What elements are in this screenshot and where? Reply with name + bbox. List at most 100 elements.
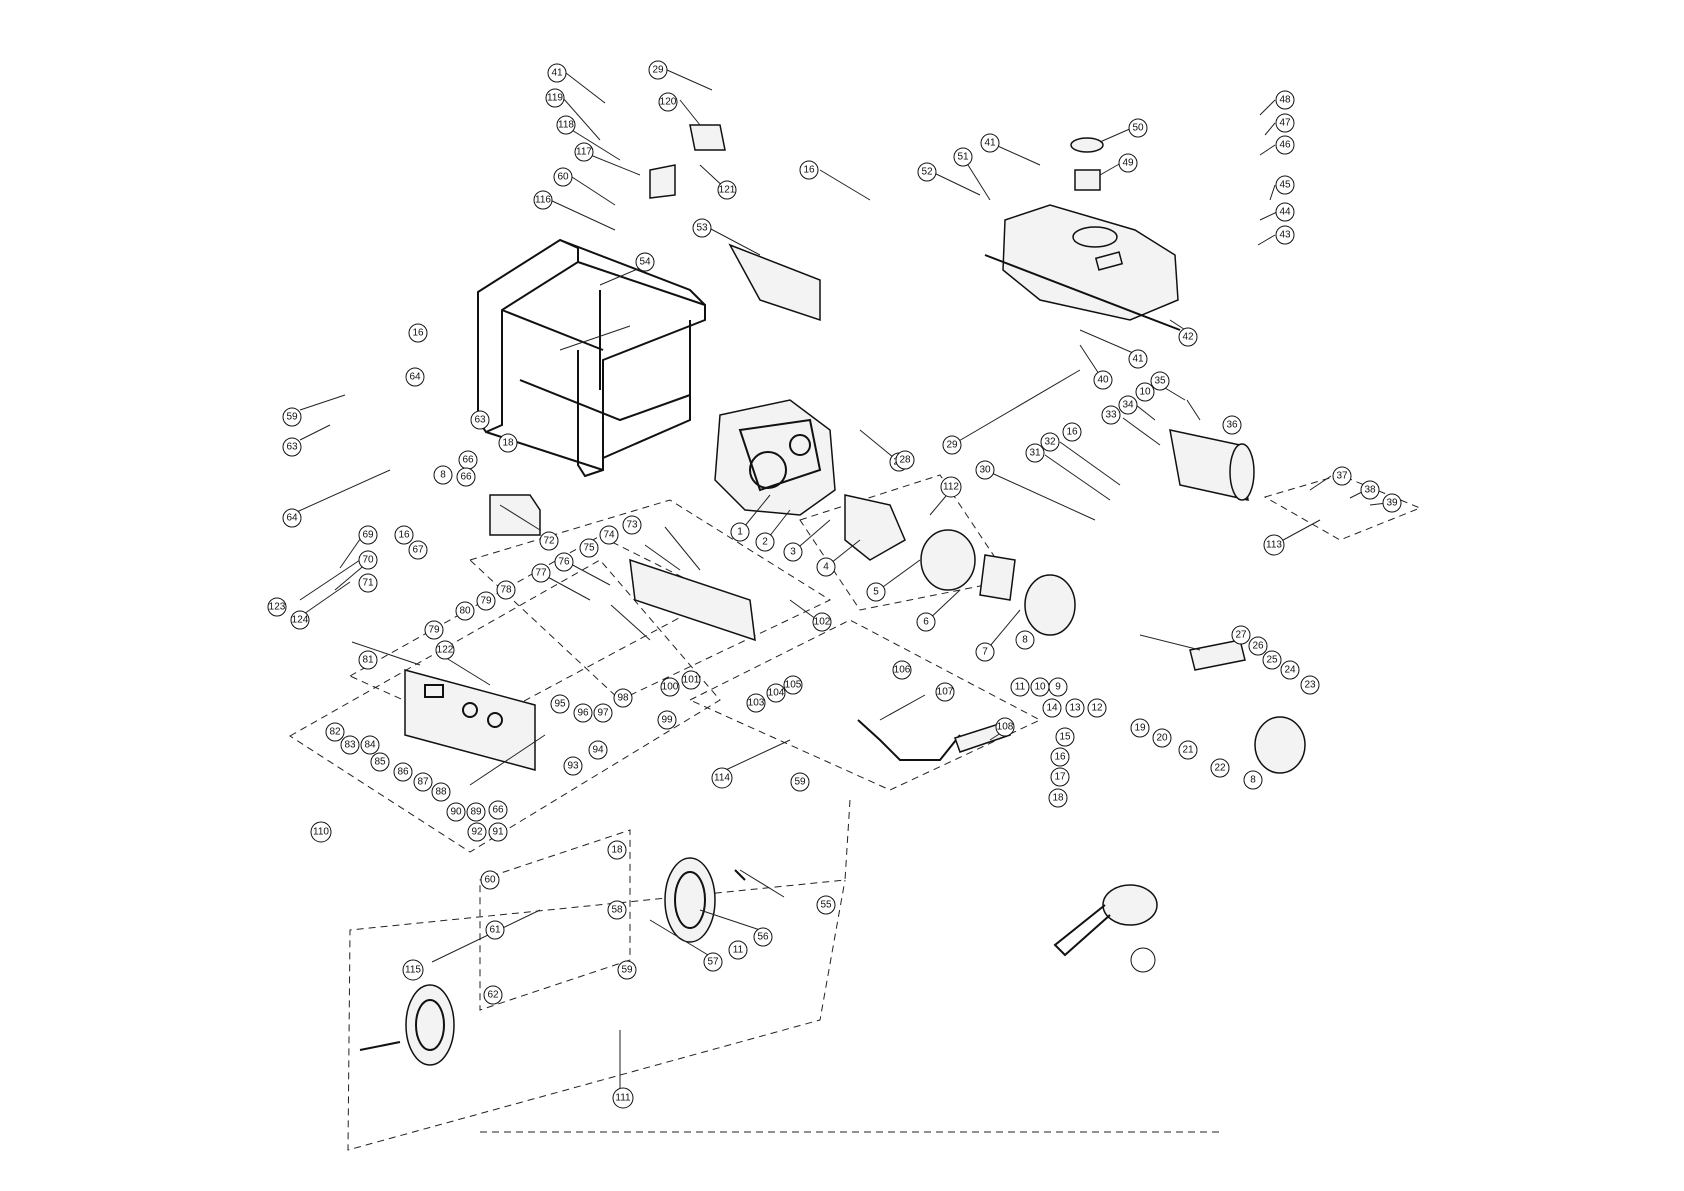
callout-67: 67: [408, 540, 428, 560]
svg-text:64: 64: [409, 372, 421, 383]
fuel-tank: [984, 137, 1181, 331]
svg-text:15: 15: [1059, 732, 1071, 743]
callout-119: 119: [545, 88, 565, 108]
callout-83: 83: [340, 735, 360, 755]
svg-text:79: 79: [428, 625, 440, 636]
callout-35: 35: [1150, 371, 1170, 391]
svg-text:17: 17: [1054, 772, 1066, 783]
callout-30: 30: [975, 460, 995, 480]
callout-16c: 16: [799, 160, 819, 180]
callout-49: 49: [1118, 153, 1138, 173]
callout-52: 52: [917, 162, 937, 182]
callout-56: 56: [753, 927, 773, 947]
callout-64b: 64: [282, 508, 302, 528]
callout-123: 123: [267, 597, 287, 617]
callout-14: 14: [1042, 698, 1062, 718]
svg-text:86: 86: [397, 767, 409, 778]
group-outline-113: [1263, 474, 1422, 541]
callout-62: 62: [483, 985, 503, 1005]
callout-66c: 66: [456, 467, 476, 487]
svg-text:31: 31: [1029, 448, 1041, 459]
svg-text:91: 91: [492, 827, 504, 838]
svg-text:48: 48: [1279, 95, 1291, 106]
callout-63: 63: [282, 437, 302, 457]
callout-124: 124: [290, 610, 310, 630]
callout-95: 95: [550, 694, 570, 714]
svg-text:16: 16: [398, 530, 410, 541]
svg-text:111: 111: [615, 1093, 631, 1104]
svg-text:18: 18: [502, 438, 514, 449]
alternator: [844, 494, 1076, 636]
callout-66b: 66: [488, 800, 508, 820]
svg-text:122: 122: [437, 645, 454, 656]
callout-90: 90: [446, 802, 466, 822]
svg-text:25: 25: [1266, 655, 1278, 666]
callout-104: 104: [766, 683, 786, 703]
callout-29b: 29: [648, 60, 668, 80]
svg-text:66: 66: [462, 455, 474, 466]
svg-text:39: 39: [1386, 498, 1398, 509]
callout-40: 40: [1093, 370, 1113, 390]
callout-78: 78: [496, 580, 516, 600]
callout-18c: 18: [607, 840, 627, 860]
svg-text:74: 74: [603, 530, 615, 541]
callout-85: 85: [370, 752, 390, 772]
callout-120: 120: [658, 92, 678, 112]
svg-text:94: 94: [592, 745, 604, 756]
callout-59: 59: [617, 960, 637, 980]
callout-93: 93: [563, 756, 583, 776]
svg-text:29: 29: [652, 65, 664, 76]
callout-108: 108: [995, 717, 1015, 737]
svg-text:24: 24: [1284, 665, 1296, 676]
callout-73: 73: [622, 515, 642, 535]
svg-text:57: 57: [707, 957, 719, 968]
svg-text:90: 90: [450, 807, 462, 818]
callout-8b: 8: [433, 465, 453, 485]
svg-text:82: 82: [329, 727, 341, 738]
callout-112: 112: [940, 476, 962, 498]
callout-remote: [1130, 947, 1156, 973]
callout-63b: 63: [470, 410, 490, 430]
svg-text:13: 13: [1069, 703, 1081, 714]
callout-79b: 79: [424, 620, 444, 640]
svg-text:47: 47: [1279, 118, 1291, 129]
callout-4: 4: [816, 557, 836, 577]
callout-8: 8: [1015, 630, 1035, 650]
svg-text:71: 71: [362, 578, 374, 589]
svg-text:52: 52: [921, 167, 933, 178]
svg-text:59: 59: [794, 777, 806, 788]
svg-text:35: 35: [1154, 376, 1166, 387]
callout-61: 61: [485, 920, 505, 940]
callout-106: 106: [892, 660, 912, 680]
svg-text:36: 36: [1226, 420, 1238, 431]
callout-32: 32: [1040, 432, 1060, 452]
callout-121: 121: [717, 180, 737, 200]
svg-text:101: 101: [683, 675, 700, 686]
callout-19: 19: [1130, 718, 1150, 738]
svg-text:115: 115: [405, 965, 421, 976]
callout-2: 2: [755, 532, 775, 552]
callout-21: 21: [1178, 740, 1198, 760]
callout-29: 29: [942, 435, 962, 455]
callout-24: 24: [1280, 660, 1300, 680]
svg-text:11: 11: [1015, 682, 1026, 693]
callout-107: 107: [935, 682, 955, 702]
callout-16e: 16: [394, 525, 414, 545]
callout-16b: 16: [408, 323, 428, 343]
svg-text:61: 61: [489, 925, 501, 936]
svg-text:110: 110: [313, 827, 329, 838]
callout-64: 64: [405, 367, 425, 387]
callout-96: 96: [573, 703, 593, 723]
svg-text:12: 12: [1091, 703, 1103, 714]
svg-text:78: 78: [500, 585, 512, 596]
svg-text:119: 119: [547, 93, 563, 104]
callout-118: 118: [556, 115, 576, 135]
svg-text:60: 60: [484, 875, 496, 886]
group-outline-115: [479, 829, 631, 1011]
callout-42: 42: [1178, 327, 1198, 347]
svg-text:95: 95: [554, 699, 566, 710]
callout-59c: 59: [790, 772, 810, 792]
callout-43: 43: [1275, 225, 1295, 245]
svg-text:45: 45: [1279, 180, 1291, 191]
svg-text:41: 41: [1132, 354, 1144, 365]
